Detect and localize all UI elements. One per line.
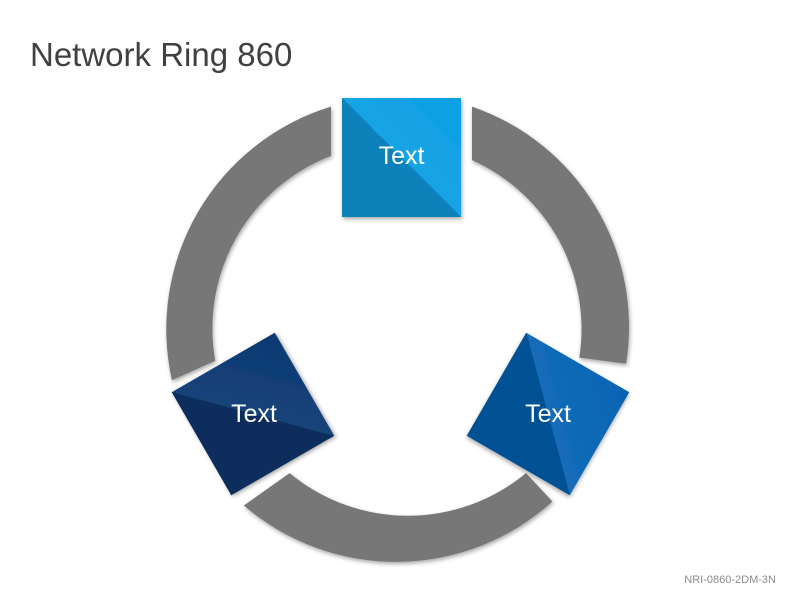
node-right [466,332,630,496]
node-top-label: Text [379,142,425,170]
node-top: Text [342,98,461,217]
node-right-shade [466,332,630,496]
ring-segments [166,106,630,562]
node-left-label: Text [231,400,277,428]
ring-segment-left [166,106,331,381]
slide-title: Network Ring 860 [30,36,293,73]
footer-code: NRI-0860-2DM-3N [684,574,776,586]
node-left [171,332,335,496]
ring-segment-bottom [243,473,553,562]
ring-segment-right [472,106,630,364]
node-left-shade [171,332,335,496]
node-right-label: Text [525,400,571,428]
node-top-shade [342,98,461,217]
